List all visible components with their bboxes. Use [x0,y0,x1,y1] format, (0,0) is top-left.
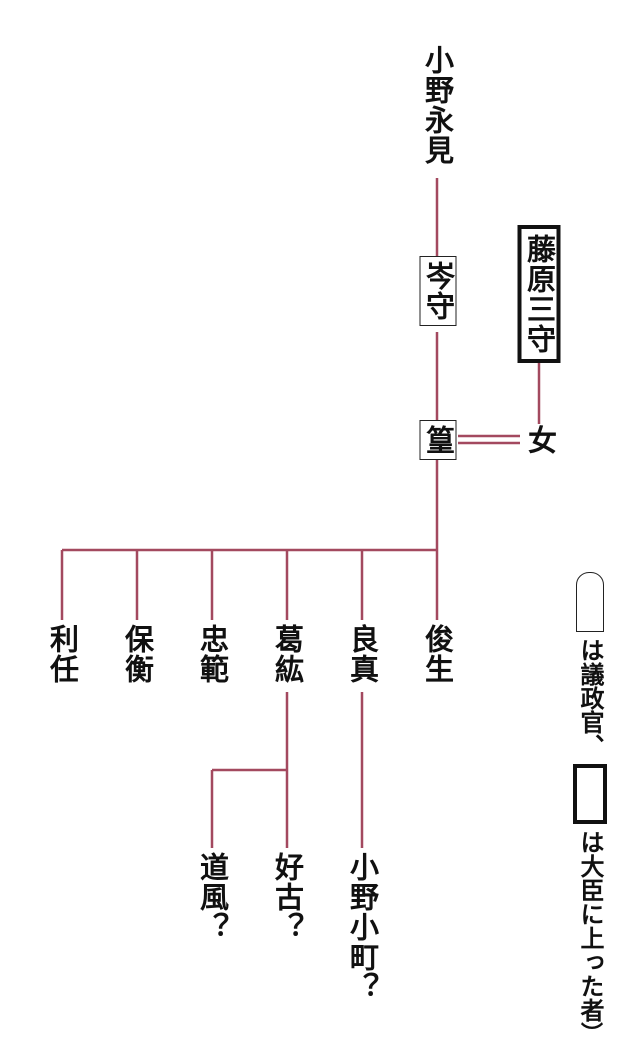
child-toshinari: 俊生 [420,624,455,684]
child-toshitou: 利任 [45,624,80,684]
person-takamura: 篁 [419,420,457,460]
legend: は議政官、 は大臣に上った者 ） [572,572,608,1044]
child-tadanori: 忠範 [195,624,230,684]
person-michikaze: 道風？ [195,852,230,942]
child-yasuhira: 保衡 [120,624,155,684]
legend-thick-box [573,764,607,824]
person-minemori: 岑守 [419,256,457,326]
legend-close-paren: ） [577,1022,603,1044]
legend-text-minister: は大臣に上った者 [576,830,605,1022]
legend-text-councillor: は議政官、 [576,638,605,758]
person-ono-nagami: 小野永見 [420,45,455,165]
person-yoshifuru: 好古？ [270,852,305,942]
person-musume: 女 [523,425,558,455]
person-fujiwara-mimori: 藤原三守 [517,225,561,363]
person-ono-no-komachi: 小野小町？ [345,852,380,1002]
legend-thin-box [576,572,604,632]
child-yoshizane: 良真 [345,624,380,684]
child-kuzuhiro: 葛紘 [270,624,305,684]
